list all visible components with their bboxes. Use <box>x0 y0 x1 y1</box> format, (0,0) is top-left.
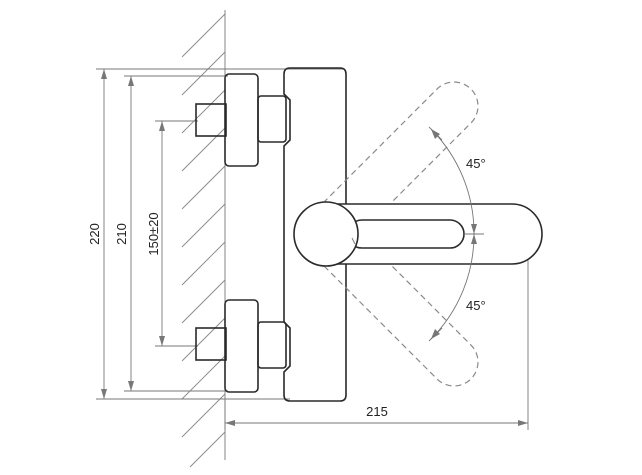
lever-rotated-positions <box>308 81 479 387</box>
angle-label-down: 45° <box>466 298 486 313</box>
dimension-body-height: 210 <box>114 76 134 391</box>
dimension-projection: 215 <box>225 404 528 426</box>
dim-label-215: 215 <box>366 404 388 419</box>
bottom-inlet-connector <box>195 299 287 393</box>
dim-label-150: 150±20 <box>146 212 161 255</box>
lever-handle <box>293 201 543 267</box>
wall-hatching <box>181 10 226 468</box>
extension-lines <box>96 68 529 430</box>
mixer-body <box>283 67 347 402</box>
dimension-inlet-spacing: 150±20 <box>146 121 165 346</box>
dimension-overall-height: 220 <box>87 69 107 399</box>
angle-label-up: 45° <box>466 156 486 171</box>
dim-label-210: 210 <box>114 223 129 245</box>
top-inlet-connector <box>195 73 287 167</box>
dim-label-220: 220 <box>87 223 102 245</box>
lever-hub <box>293 201 359 267</box>
angle-indicator: 45° 45° <box>428 126 486 342</box>
